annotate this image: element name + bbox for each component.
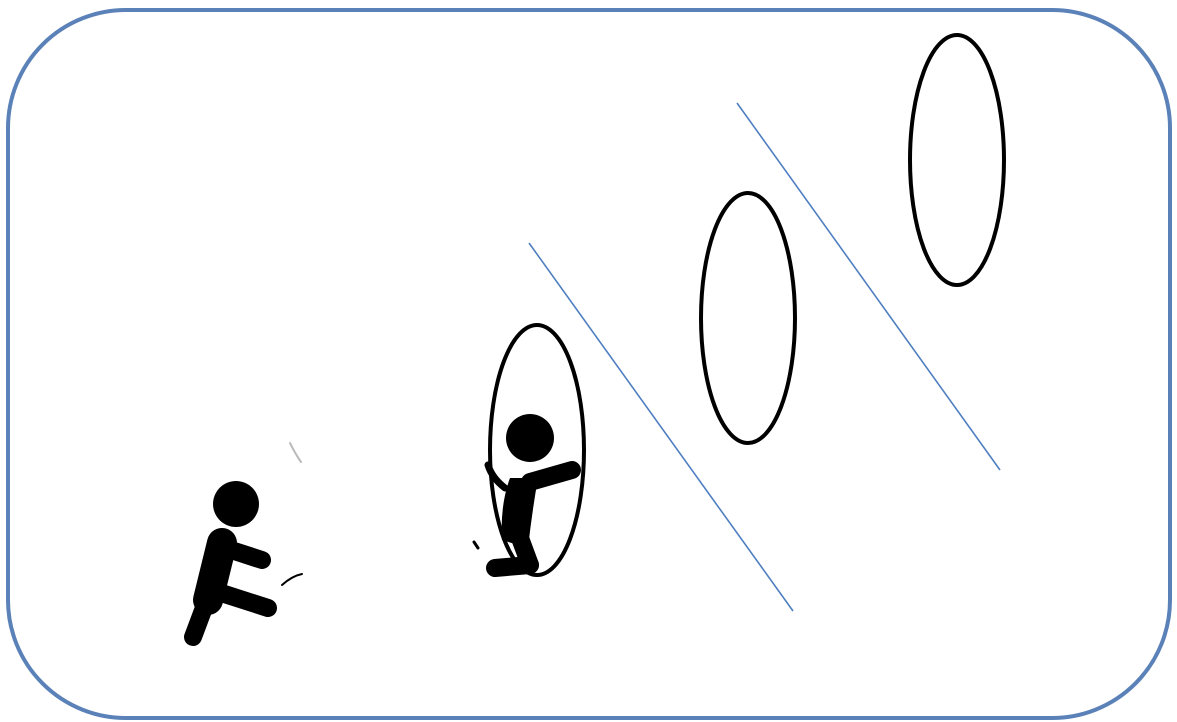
figure-passing-head xyxy=(506,414,554,462)
figure-passing-foot xyxy=(495,565,530,568)
figure-passing-mark xyxy=(474,542,478,548)
divider-line-1 xyxy=(529,243,793,611)
figure-walking-arm xyxy=(225,548,262,560)
figure-walking-head xyxy=(213,481,259,527)
hoop-3 xyxy=(910,35,1004,285)
motion-mark-1 xyxy=(282,574,302,585)
motion-mark-2 xyxy=(290,443,301,462)
rounded-frame xyxy=(8,10,1170,718)
hoop-2 xyxy=(701,193,795,443)
figure-passing-arm xyxy=(530,470,572,482)
figure-walking xyxy=(193,443,302,637)
